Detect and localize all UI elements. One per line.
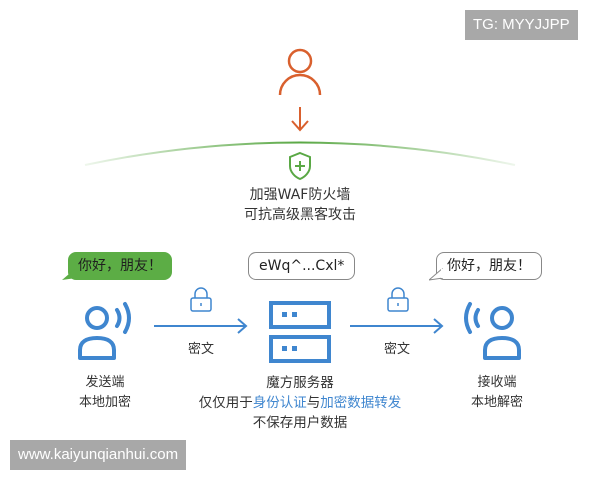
- lock-icon-left: [190, 287, 212, 312]
- link-right-label: 密文: [383, 342, 410, 357]
- firewall-line2: 可抗高级黑客攻击: [244, 207, 356, 223]
- sender-label1: 发送端: [85, 375, 125, 390]
- firewall-line1: 加强WAF防火墙: [249, 187, 351, 203]
- sender-user-speaking-icon: [78, 302, 131, 360]
- arrow-right-left: [154, 318, 248, 334]
- server-label2-prefix: 仅仅用于: [198, 395, 253, 411]
- receiver-label2: 本地解密: [470, 395, 523, 410]
- attacker-user-icon: [278, 48, 322, 132]
- receiver-label1: 接收端: [477, 375, 517, 390]
- sender-bubble-tail: [62, 268, 76, 280]
- server-label2: 仅仅用于身份认证与加密数据转发: [160, 393, 440, 413]
- server-bubble: eWq^...Cxl*: [248, 252, 356, 280]
- receiver-bubble: 你好，朋友！: [436, 252, 542, 280]
- firewall-arc: [84, 141, 516, 166]
- receiver-user-listening-icon: [464, 302, 521, 360]
- link-left-label: 密文: [187, 342, 214, 357]
- sender-bubble: 你好，朋友！: [68, 252, 172, 280]
- sender-label2: 本地加密: [78, 395, 131, 410]
- receiver-bubble-tail: [429, 268, 443, 281]
- server-label1: 魔方服务器: [266, 375, 334, 391]
- server-label2-hl1: 身份认证: [252, 395, 307, 411]
- watermark-bottom: www.kaiyunqianhui.com: [10, 440, 187, 470]
- arrow-right-right: [350, 318, 444, 334]
- server-icon: [269, 301, 331, 363]
- server-label2-mid: 与: [306, 395, 321, 411]
- watermark-top: TG: MYYJJPP: [465, 10, 578, 40]
- server-label2-hl2: 加密数据转发: [320, 395, 402, 411]
- server-label3: 不保存用户数据: [252, 415, 348, 431]
- shield-plus-icon: [289, 151, 311, 181]
- sender-caption: 发送端 本地加密: [60, 373, 150, 413]
- server-caption: 魔方服务器 仅仅用于身份认证与加密数据转发 不保存用户数据: [160, 373, 440, 433]
- firewall-caption: 加强WAF防火墙 可抗高级黑客攻击: [200, 185, 400, 225]
- lock-icon-right: [387, 287, 409, 312]
- receiver-caption: 接收端 本地解密: [452, 373, 542, 413]
